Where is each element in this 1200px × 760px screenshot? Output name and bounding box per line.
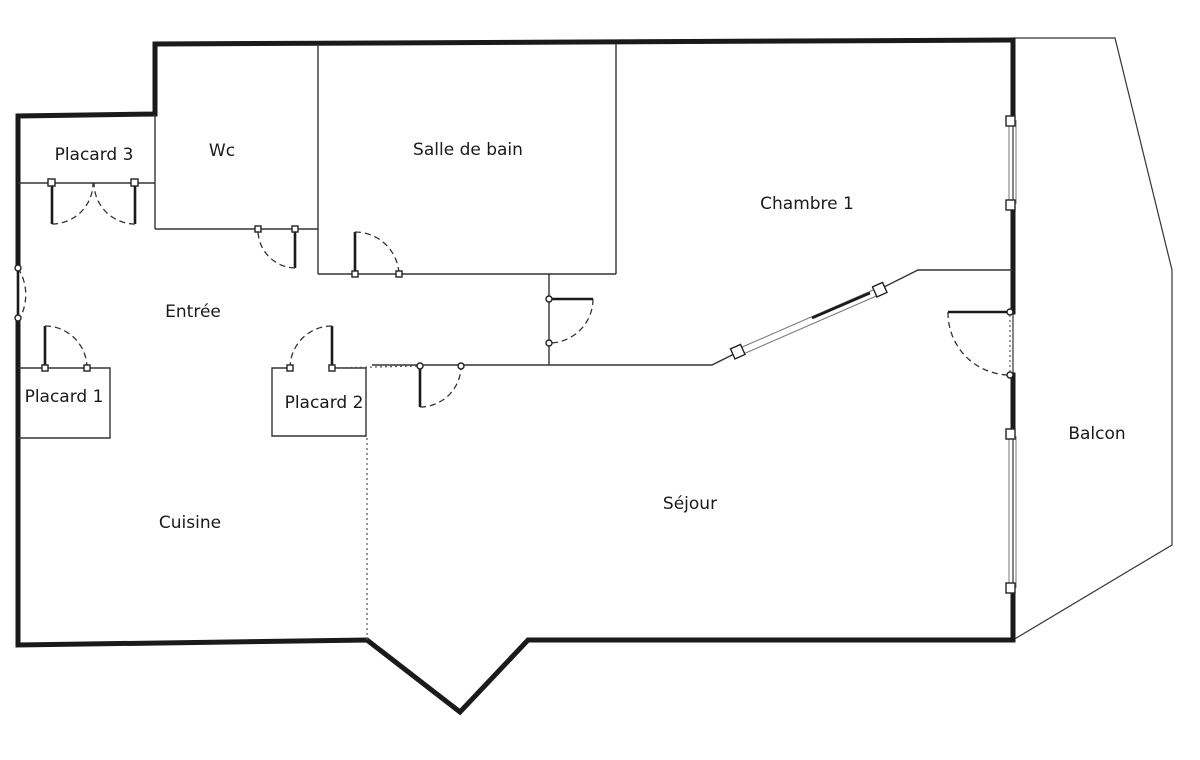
placard-1-outline xyxy=(18,367,111,439)
door-hinge xyxy=(545,339,553,347)
room-label-chambre-1: Chambre 1 xyxy=(760,194,854,214)
door-hinge xyxy=(328,364,336,372)
room-label-salle-de-bain: Salle de bain xyxy=(413,140,523,160)
room-label-placard-2: Placard 2 xyxy=(285,393,364,413)
door-swing xyxy=(947,311,1011,376)
wall-chambre-sejour-right xyxy=(879,269,1013,290)
room-label-placard-3: Placard 3 xyxy=(55,145,134,165)
window-frame xyxy=(1005,582,1016,594)
wall-chambre-sejour xyxy=(372,350,741,366)
balcony-outline xyxy=(1012,37,1173,642)
door-hinge xyxy=(395,270,403,278)
room-label-sejour: Séjour xyxy=(663,494,717,514)
door-hinge xyxy=(416,362,424,370)
room-label-wc: Wc xyxy=(209,141,235,161)
door-swing xyxy=(93,182,136,225)
window-frame xyxy=(729,343,746,360)
sliding-window-panel xyxy=(811,291,871,320)
door-swing xyxy=(17,267,27,319)
window-frame xyxy=(1005,199,1016,211)
door-hinge xyxy=(14,314,22,322)
door-hinge xyxy=(1006,371,1014,379)
door-hinge xyxy=(457,362,465,370)
exterior-wall-left xyxy=(15,317,1016,716)
door-hinge xyxy=(1006,308,1014,316)
door-hinge xyxy=(254,225,262,233)
placard-2-outline xyxy=(271,367,367,437)
door-hinge xyxy=(545,295,553,303)
door-hinge xyxy=(291,225,299,233)
door-hinge xyxy=(14,264,22,272)
door-swing xyxy=(289,325,333,369)
sliding-window-glass xyxy=(739,286,881,349)
window-frame xyxy=(1005,115,1016,127)
door-swing xyxy=(419,365,462,408)
door-hinge xyxy=(130,178,139,187)
window-frame xyxy=(1005,428,1016,440)
room-label-entree: Entrée xyxy=(165,302,221,322)
sliding-window-glass xyxy=(740,293,882,356)
door-hinge xyxy=(41,364,49,372)
opening-dotted xyxy=(329,365,421,369)
door-hinge xyxy=(286,364,294,372)
door-hinge xyxy=(47,178,56,187)
door-swing xyxy=(44,325,88,369)
window-frame xyxy=(871,281,888,298)
room-label-balcon: Balcon xyxy=(1068,424,1125,444)
door-hinge xyxy=(351,270,359,278)
door-swing xyxy=(354,231,400,275)
room-label-cuisine: Cuisine xyxy=(159,513,221,533)
door-swing xyxy=(51,182,94,225)
door-swing xyxy=(548,298,594,344)
door-hinge xyxy=(83,364,91,372)
room-label-placard-1: Placard 1 xyxy=(25,387,104,407)
door-swing xyxy=(257,228,296,269)
